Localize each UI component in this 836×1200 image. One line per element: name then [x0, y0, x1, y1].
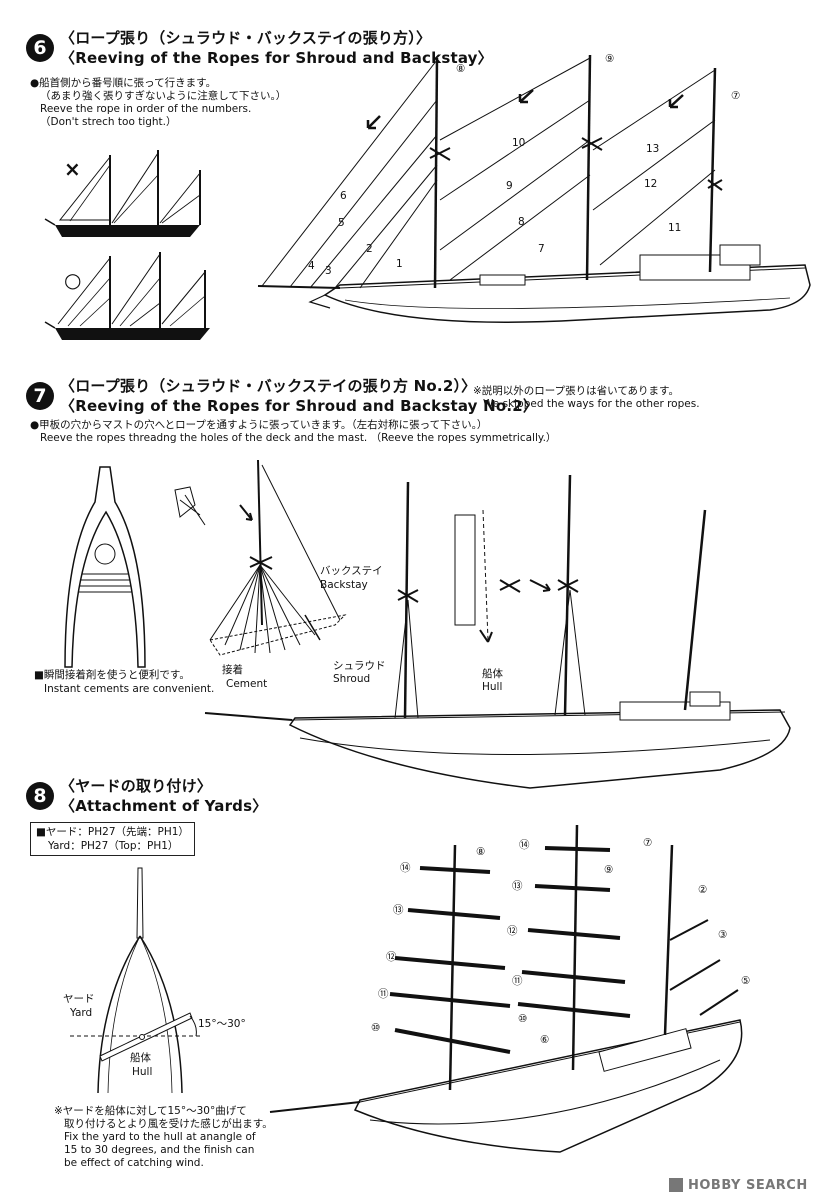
- rope-number-6: 6: [340, 190, 347, 202]
- step-6-ship-drawing: [257, 54, 811, 323]
- rope-number-2: 2: [366, 243, 373, 255]
- step-7-note-jp: ●甲板の穴からマストの穴へとロープを通すように張っていきます。（左右対称に張って…: [30, 419, 488, 431]
- yard-label-jp: ヤード: [63, 993, 95, 1005]
- callout-fore-10: ⑩: [371, 1022, 381, 1034]
- yard-angle-drawing: [70, 867, 200, 1094]
- watermark-logo-icon: [668, 1177, 684, 1197]
- step-7-side-note-en: We skipped the ways for the other ropes.: [483, 398, 700, 410]
- rope-number-7: 7: [538, 243, 545, 255]
- callout-fore-12: ⑫: [386, 951, 397, 963]
- right-mark: ○: [64, 268, 82, 292]
- callout-main-10: ⑩: [518, 1013, 528, 1025]
- mast-tag-7: ⑦: [731, 90, 741, 102]
- hull-label-en: Hull: [482, 681, 503, 693]
- step-6-badge: 6: [26, 34, 54, 62]
- step-8-ship-drawing: [269, 824, 743, 1153]
- callout-main-13: ⑬: [512, 880, 523, 892]
- callout-3: ③: [718, 929, 728, 941]
- step-6-note-en-2: （Don't strech too tight.）: [40, 116, 177, 128]
- rope-number-1: 1: [396, 258, 403, 270]
- shroud-label-jp: シュラウド: [333, 660, 386, 672]
- backstay-label-jp: バックステイ: [320, 565, 383, 577]
- watermark-text: HOBBY SEARCH: [688, 1178, 808, 1193]
- shroud-label-en: Shroud: [333, 673, 371, 685]
- backstay-label-en: Backstay: [320, 579, 368, 591]
- cement-tip-jp: ■瞬間接着剤を使うと便利です。: [34, 669, 190, 681]
- callout-6: ⑥: [540, 1034, 550, 1046]
- step-8-note-jp-1: ※ヤードを船体に対して15°～30°曲げて: [54, 1105, 247, 1117]
- step-8-title-en: 〈Attachment of Yards〉: [60, 797, 268, 815]
- step-6-note-en-1: Reeve the rope in order of the numbers.: [40, 103, 252, 115]
- wrong-rigging-silhouette: [44, 150, 201, 237]
- step-6-title-jp: 〈ロープ張り（シュラウド・バックステイの張り方）〉: [60, 29, 432, 47]
- rope-number-5: 5: [338, 217, 345, 229]
- callout-main-12: ⑫: [507, 925, 518, 937]
- parts-line-2: Yard：PH27（Top：PH1）: [48, 840, 179, 852]
- rope-number-8: 8: [518, 216, 525, 228]
- step-7-badge: 7: [26, 382, 54, 410]
- angle-label: 15°～30°: [198, 1018, 246, 1030]
- right-rigging-silhouette: [44, 252, 210, 340]
- callout-fore-13: ⑬: [393, 904, 404, 916]
- yard-label-en: Yard: [70, 1007, 93, 1019]
- hull-label-en-8: Hull: [132, 1066, 153, 1078]
- step-6-note-jp-2: （あまり強く張りすぎないように注意して下さい。）: [40, 90, 287, 102]
- step-8-note-jp-2: 取り付けるとより風を受けた感じが出ます。: [64, 1118, 273, 1130]
- hull-label-jp: 船体: [482, 668, 503, 680]
- step-8-badge: 8: [26, 782, 54, 810]
- rope-number-10: 10: [512, 137, 526, 149]
- tweezers-drawing: [64, 466, 146, 668]
- parts-line-1: ■ヤード：PH27（先端：PH1）: [36, 826, 189, 838]
- step-7-title-en: 〈Reeving of the Ropes for Shroud and Bac…: [60, 397, 539, 415]
- callout-main-11: ⑪: [512, 975, 523, 987]
- cement-label-en: Cement: [226, 678, 268, 690]
- rope-number-4: 4: [308, 260, 315, 272]
- step-8-title-jp: 〈ヤードの取り付け〉: [60, 777, 213, 795]
- parts-box: ■ヤード：PH27（先端：PH1） Yard：PH27（Top：PH1）: [30, 822, 195, 856]
- step-7-ship-drawing: [204, 474, 791, 789]
- rope-number-12: 12: [644, 178, 658, 190]
- cement-tip-en: Instant cements are convenient.: [44, 683, 215, 695]
- step-8-note-en-3: be effect of catching wind.: [64, 1157, 204, 1169]
- hull-label-jp-8: 船体: [130, 1052, 151, 1064]
- step-7-side-note-jp: ※説明以外のロープ張りは省いてあります。: [473, 385, 679, 397]
- callout-7: ⑦: [643, 837, 653, 849]
- rope-number-11: 11: [668, 222, 682, 234]
- callout-8: ⑧: [476, 846, 486, 858]
- cement-label-jp: 接着: [222, 664, 243, 676]
- wrong-mark: ×: [64, 157, 81, 181]
- callout-fore-14: ⑭: [400, 862, 411, 874]
- callout-fore-11: ⑪: [378, 988, 389, 1000]
- callout-main-14: ⑭: [519, 839, 530, 851]
- callout-2: ②: [698, 884, 708, 896]
- shroud-detail-drawing: [174, 459, 347, 656]
- step-6-title-en: 〈Reeving of the Ropes for Shroud and Bac…: [60, 49, 493, 67]
- rope-number-3: 3: [325, 265, 332, 277]
- step-7-note-en: Reeve the ropes threadng the holes of th…: [40, 432, 557, 444]
- step-7-title-jp: 〈ロープ張り（シュラウド・バックステイの張り方 No.2）〉: [60, 377, 477, 395]
- rope-number-9: 9: [506, 180, 513, 192]
- callout-5: ⑤: [741, 975, 751, 987]
- step-6-note-jp-1: ●船首側から番号順に張って行きます。: [30, 77, 217, 89]
- step-8-note-en-1: Fix the yard to the hull at anangle of: [64, 1131, 256, 1143]
- rope-number-13: 13: [646, 143, 660, 155]
- callout-9: ⑨: [604, 864, 614, 876]
- mast-tag-9: ⑨: [605, 53, 615, 65]
- step-8-note-en-2: 15 to 30 degrees, and the finish can: [64, 1144, 255, 1156]
- mast-tag-8: ⑧: [456, 63, 466, 75]
